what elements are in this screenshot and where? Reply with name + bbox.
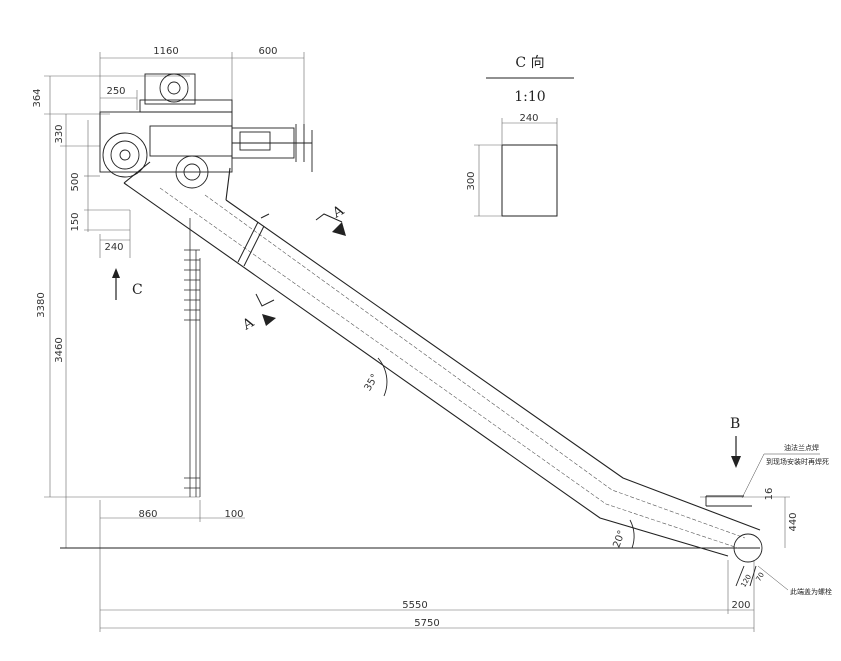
dim-70: 70 (755, 571, 766, 583)
svg-text:35°: 35° (363, 372, 381, 393)
detail-width-dim: 240 (519, 113, 538, 124)
tail-end (705, 495, 763, 587)
dim-364: 364 (32, 88, 43, 107)
note-site-weld: 到现场安装时再焊死 (766, 457, 829, 466)
marker-b: B (730, 416, 741, 468)
marker-c: C (112, 268, 143, 300)
dim-860: 860 (138, 509, 157, 520)
svg-text:C: C (132, 282, 143, 298)
dim-200: 200 (731, 600, 750, 611)
dim-3380: 3380 (36, 292, 47, 317)
svg-text:B: B (730, 416, 740, 432)
marker-a-top: A (315, 202, 348, 236)
dim-16: 16 (764, 488, 775, 501)
dim-250: 250 (106, 86, 125, 97)
dim-600: 600 (258, 46, 277, 57)
marker-a-bottom: A (239, 293, 276, 334)
dim-1160: 1160 (153, 46, 178, 57)
top-pulley-icon (159, 73, 189, 103)
svg-text:A: A (329, 202, 347, 222)
detail-height-dim: 300 (466, 171, 477, 190)
dim-3460: 3460 (54, 337, 65, 362)
notes: 油法兰点焊 到现场安装时再焊死 此端盖为螺栓 (741, 443, 832, 596)
top-dimensions (99, 52, 305, 130)
c-view-title: C 向 (515, 55, 544, 71)
head-drive (99, 73, 313, 189)
c-view-rect (501, 144, 558, 217)
idler-sprocket-icon (175, 155, 209, 189)
incline-flange (237, 213, 270, 267)
dim-330: 330 (54, 124, 65, 143)
dim-240: 240 (104, 242, 123, 253)
dim-440: 440 (788, 512, 799, 531)
dim-500: 500 (70, 172, 81, 191)
left-dimensions (44, 75, 760, 549)
support-column (184, 218, 201, 497)
c-view-detail: C 向 1:10 240 300 (466, 55, 574, 217)
tail-sprocket-icon (733, 533, 763, 563)
dim-100: 100 (224, 509, 243, 520)
dim-5550: 5550 (402, 600, 427, 611)
drive-sprocket-icon (102, 132, 148, 178)
svg-text:A: A (239, 314, 257, 334)
c-view-scale: 1:10 (514, 89, 545, 105)
conveyor-body (123, 161, 761, 557)
note-flange-weld: 油法兰点焊 (784, 443, 819, 452)
svg-text:20°: 20° (611, 529, 627, 549)
dim-5750: 5750 (414, 618, 439, 629)
angle-35: 35° (363, 357, 388, 397)
note-bolted-cover: 此端盖为螺栓 (790, 587, 832, 596)
bottom-dimensions (99, 496, 790, 632)
dim-150: 150 (70, 212, 81, 231)
